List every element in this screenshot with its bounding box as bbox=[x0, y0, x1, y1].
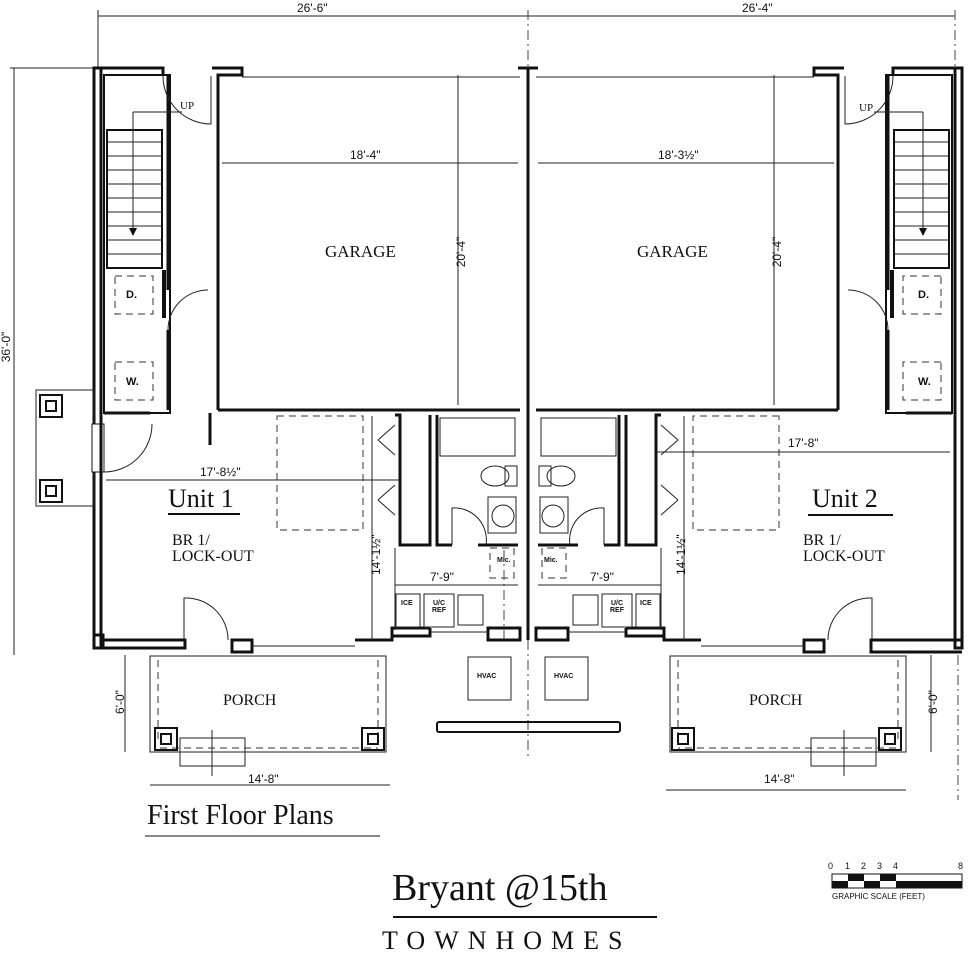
br2-line2: LOCK-OUT bbox=[803, 548, 885, 565]
scale-tick-0: 0 bbox=[828, 861, 834, 871]
stair-up-label-2: UP bbox=[859, 102, 874, 114]
dim-br1-depth: 14'-1½" bbox=[369, 534, 383, 575]
ice1-label: ICE bbox=[401, 600, 413, 607]
stair-up-label-1: UP bbox=[180, 100, 195, 112]
dim-unit2-width: 26'-4" bbox=[742, 1, 773, 15]
dim-porch1-width: 14'-8" bbox=[248, 772, 279, 786]
dryer1-label: D. bbox=[126, 289, 137, 301]
room-label-br2: BR 1/ LOCK-OUT bbox=[803, 533, 885, 565]
room-label-br1: BR 1/ LOCK-OUT bbox=[172, 533, 254, 565]
dim-garage2-depth: 20'-4" bbox=[770, 236, 784, 268]
washer2-label: W. bbox=[918, 376, 931, 388]
dim-overall-depth: 36'-0" bbox=[0, 331, 13, 363]
ref1-label: U/C REF bbox=[432, 600, 446, 614]
room-label-porch1: PORCH bbox=[223, 692, 277, 709]
unit2-title: Unit 2 bbox=[812, 484, 878, 513]
dim-porch2-width: 14'-8" bbox=[764, 772, 795, 786]
dim-br1-width: 17'-8½" bbox=[200, 465, 241, 479]
scale-tick-1: 1 bbox=[845, 861, 851, 871]
dim-garage1-depth: 20'-4" bbox=[454, 236, 468, 268]
br1-line2: LOCK-OUT bbox=[172, 548, 254, 565]
scale-tick-4: 4 bbox=[893, 861, 899, 871]
hvac1-label: HVAC bbox=[477, 673, 497, 680]
dim-br2-width: 17'-8" bbox=[788, 436, 819, 450]
room-label-porch2: PORCH bbox=[749, 692, 803, 709]
unit1-title: Unit 1 bbox=[168, 484, 234, 513]
ref2-label: U/C REF bbox=[610, 600, 624, 614]
dryer2-label: D. bbox=[918, 289, 929, 301]
project-type: TOWNHOMES bbox=[382, 926, 632, 955]
microwave2-label: Mic. bbox=[544, 557, 558, 564]
microwave1-label: Mic. bbox=[497, 557, 511, 564]
dim-garage2-width: 18'-3½" bbox=[658, 148, 699, 162]
dim-porch2-depth: 6'-0" bbox=[926, 690, 940, 714]
ice2-label: ICE bbox=[640, 600, 652, 607]
plan-title: First Floor Plans bbox=[147, 800, 334, 831]
br2-line1: BR 1/ bbox=[803, 532, 841, 549]
scale-tick-3: 3 bbox=[877, 861, 883, 871]
room-label-garage2: GARAGE bbox=[637, 242, 708, 261]
dim-garage1-width: 18'-4" bbox=[350, 148, 381, 162]
room-label-garage1: GARAGE bbox=[325, 242, 396, 261]
dim-br2-depth: 14'-1½" bbox=[674, 534, 688, 575]
dim-porch1-depth: 6'-0" bbox=[113, 690, 127, 714]
dim-kitchen1-width: 7'-9" bbox=[430, 570, 454, 584]
br1-line1: BR 1/ bbox=[172, 532, 210, 549]
dim-kitchen2-width: 7'-9" bbox=[590, 570, 614, 584]
scale-caption: GRAPHIC SCALE (FEET) bbox=[832, 892, 925, 901]
washer1-label: W. bbox=[126, 376, 139, 388]
hvac2-label: HVAC bbox=[554, 673, 574, 680]
project-name: Bryant @15th bbox=[392, 867, 608, 909]
scale-tick-8: 8 bbox=[958, 861, 964, 871]
scale-tick-2: 2 bbox=[861, 861, 867, 871]
dim-unit1-width: 26'-6" bbox=[297, 1, 328, 15]
